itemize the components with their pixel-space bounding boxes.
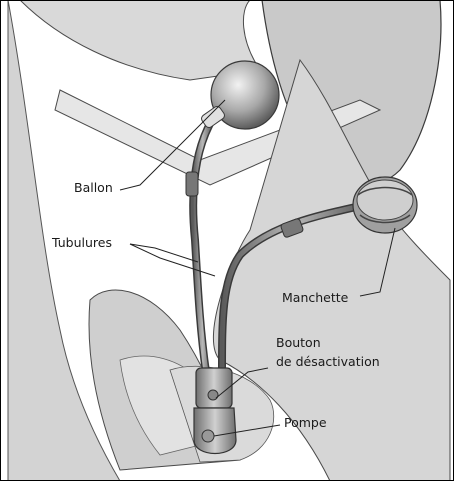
tube-connector-upper — [186, 172, 198, 196]
pump-device — [194, 368, 236, 454]
label-tubing: Tubulures — [51, 235, 112, 250]
label-pump: Pompe — [284, 415, 327, 430]
cuff-device — [353, 177, 417, 233]
label-balloon: Ballon — [74, 180, 113, 195]
label-cuff: Manchette — [282, 290, 349, 305]
label-deactivation-line2: de désactivation — [276, 354, 380, 369]
label-deactivation-line1: Bouton — [276, 335, 321, 350]
